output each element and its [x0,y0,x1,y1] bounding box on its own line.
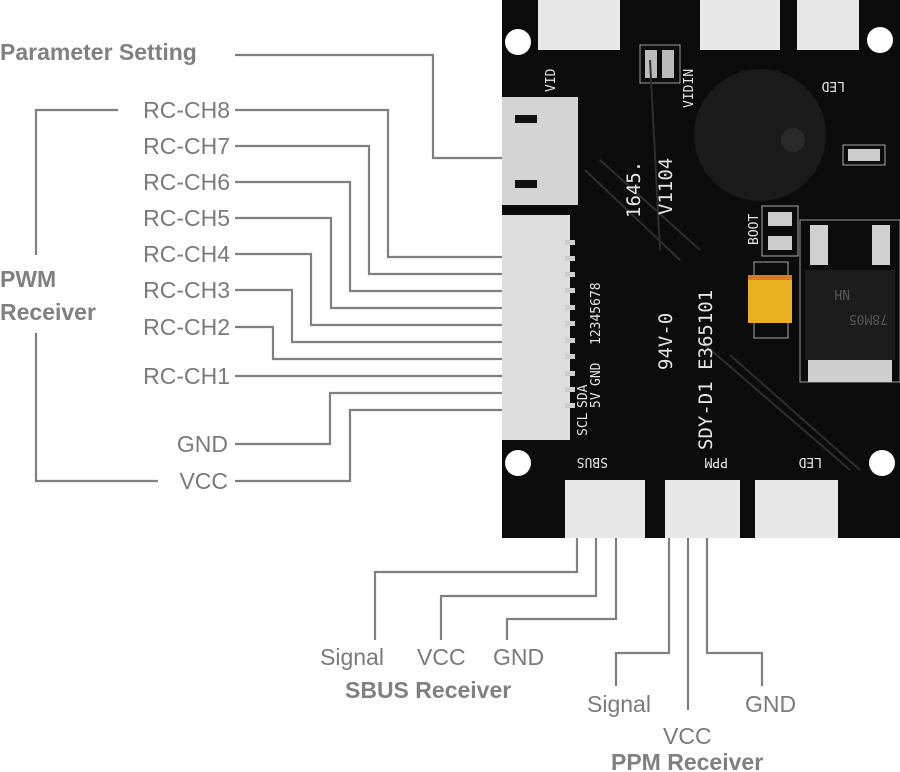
pwm-vcc-label: VCC [179,468,228,494]
boot-pads [761,205,799,257]
wire-rc-ch2 [235,325,502,361]
vid-connector [538,0,620,50]
ppm-gnd-label: GND [745,691,796,717]
silk-led-bottom: LED [798,454,822,469]
ppm-receiver-title: PPM Receiver [611,749,763,772]
wire-rc-ch4 [235,252,502,327]
pwm-title-line2: Receiver [0,299,96,325]
wire-rc-ch3 [235,288,502,344]
silk-ppm: PPM [704,454,728,469]
rc-ch4-label: RC-CH4 [143,241,230,267]
ppm-vcc-label: VCC [663,723,712,749]
silk-version: V1104 [655,158,677,215]
bottom-wires [373,538,764,710]
led-top-connector [797,0,859,50]
rc-ch6-label: RC-CH6 [143,169,230,195]
sbus-connector [565,480,645,538]
silk-vid: VID [544,68,559,92]
vidin-connector [700,0,780,50]
left-wires [34,53,502,483]
silk-regulator: 78M05 [849,311,888,326]
tantalum-capacitor [748,275,792,323]
rc-ch2-label: RC-CH2 [143,314,230,340]
silk-sbus: SBUS [577,454,608,469]
pcb-board: VID VIDIN LED 1645. V1104 BOOT SDY-D1 E3… [502,0,900,538]
silk-5v: 5V [589,392,604,408]
ppm-signal-label: Signal [587,691,651,717]
silk-rating: 94V-0 [655,313,677,370]
pwm-connector [502,215,570,440]
pwm-bracket-top [34,108,118,255]
wire-ppm-signal [614,538,671,686]
mounting-hole [505,29,531,55]
wire-rc-ch7 [235,144,502,276]
wire-sbus-gnd [505,538,618,640]
silk-boot: BOOT [747,214,762,245]
wire-rc-ch6 [235,180,502,293]
silk-scl: SCL [576,412,591,436]
rc-ch5-label: RC-CH5 [143,205,230,231]
voltage-regulator [805,270,895,360]
silk-sda: SDA [576,384,591,408]
mounting-hole [869,450,895,476]
rc-ch8-label: RC-CH8 [143,97,230,123]
wire-ppm-gnd [705,538,764,686]
silk-regulator-code: NH [834,286,850,301]
mounting-hole [505,450,531,476]
silk-model: SDY-D1 E365101 [695,290,717,450]
rc-ch3-label: RC-CH3 [143,277,230,303]
rc-ch1-label: RC-CH1 [143,363,230,389]
silk-date: 1645. [623,161,645,218]
mounting-hole [867,27,893,53]
silk-vidin: VIDIN [682,69,697,108]
wire-gnd [235,391,502,446]
ppm-connector [665,480,740,538]
wire-vcc [235,408,502,483]
rc-ch7-label: RC-CH7 [143,133,230,159]
led-bottom-connector [755,480,838,538]
wire-rc-ch5 [235,216,502,310]
silk-pin-numbers: 12345678 [589,282,604,345]
wire-sbus-vcc [439,538,598,640]
pwm-title-line1: PWM [0,266,56,292]
pwm-bracket-bottom [34,333,158,483]
buzzer [694,69,826,201]
sbus-signal-label: Signal [320,644,384,670]
sbus-gnd-label: GND [493,644,544,670]
wire-sbus-signal [373,538,579,640]
pwm-gnd-label: GND [177,431,228,457]
silk-led-top: LED [821,78,845,93]
usb-port [502,97,578,205]
parameter-setting-label: Parameter Setting [0,39,197,65]
wire-rc-ch8 [235,108,502,259]
sbus-vcc-label: VCC [417,644,466,670]
wire-parameter-setting [235,53,502,160]
sbus-receiver-title: SBUS Receiver [345,677,511,703]
silk-gnd: GND [589,362,604,386]
